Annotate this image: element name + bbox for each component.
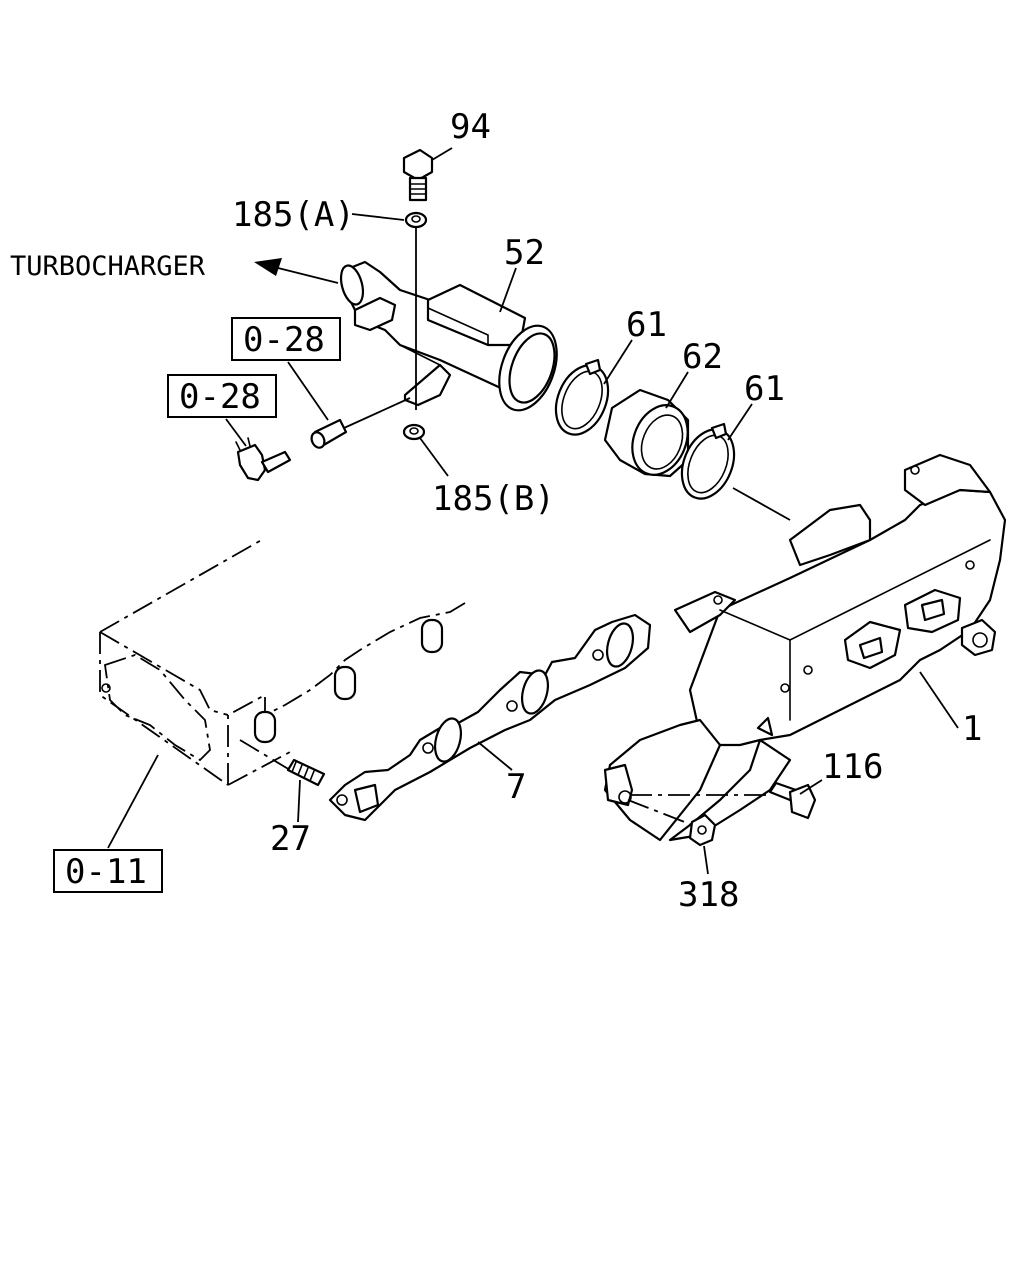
callout-185a: 185(A): [232, 195, 355, 235]
callout-94: 94: [450, 107, 491, 147]
leader-62: [665, 371, 689, 409]
leader-94: [431, 147, 453, 161]
assembly-line-pipe: [732, 487, 791, 521]
stud: [239, 739, 326, 787]
leader-318: [703, 845, 709, 875]
leader-185a: [351, 213, 405, 221]
leader-116: [799, 779, 823, 795]
callout-61-right: 61: [744, 369, 785, 409]
leader-028-lower: [225, 418, 247, 447]
hose-62: [603, 388, 690, 478]
clamp-61-right: [680, 422, 736, 500]
plug-component: [310, 397, 411, 449]
exhaust-manifold: [603, 453, 1007, 842]
turbocharger-arrow-line: [269, 265, 339, 284]
callout-52: 52: [504, 233, 545, 273]
sensor-component: [235, 437, 292, 482]
leader-028-upper: [287, 361, 329, 421]
ref-box-028-lower: [167, 374, 277, 418]
ref-box-011: [53, 849, 163, 893]
washer-185b: [402, 423, 426, 441]
leader-185b: [419, 437, 449, 477]
nut-318: [627, 799, 717, 847]
ref-box-028-upper: [231, 317, 341, 361]
exhaust-pipe-adapter: [339, 260, 558, 412]
leader-61-left: [603, 339, 633, 385]
cylinder-head: [99, 537, 471, 786]
leader-61-right: [727, 403, 753, 441]
callout-61-left: 61: [626, 305, 667, 345]
washer-185a: [404, 211, 428, 229]
bolt-116: [630, 781, 817, 820]
clamp-61-left: [554, 358, 610, 436]
leader-52: [499, 267, 517, 313]
turbocharger-label: TURBOCHARGER: [10, 251, 206, 282]
leader-27: [297, 779, 301, 823]
callout-1: 1: [962, 709, 982, 749]
turbocharger-arrow-head: [254, 258, 282, 276]
callout-116: 116: [822, 747, 883, 787]
leader-011: [107, 754, 159, 849]
ref-label-011: 0-11: [65, 852, 147, 892]
ref-label-028-lower: 0-28: [179, 377, 261, 417]
callout-185b: 185(B): [432, 479, 555, 519]
leader-7: [477, 741, 513, 771]
callout-318: 318: [678, 875, 739, 915]
bolt-94: [402, 148, 434, 202]
ref-label-028-upper: 0-28: [243, 320, 325, 360]
callout-27: 27: [270, 819, 311, 859]
callout-62: 62: [682, 337, 723, 377]
leader-1: [919, 671, 959, 729]
manifold-gasket: [328, 613, 652, 822]
callout-7: 7: [506, 767, 526, 807]
